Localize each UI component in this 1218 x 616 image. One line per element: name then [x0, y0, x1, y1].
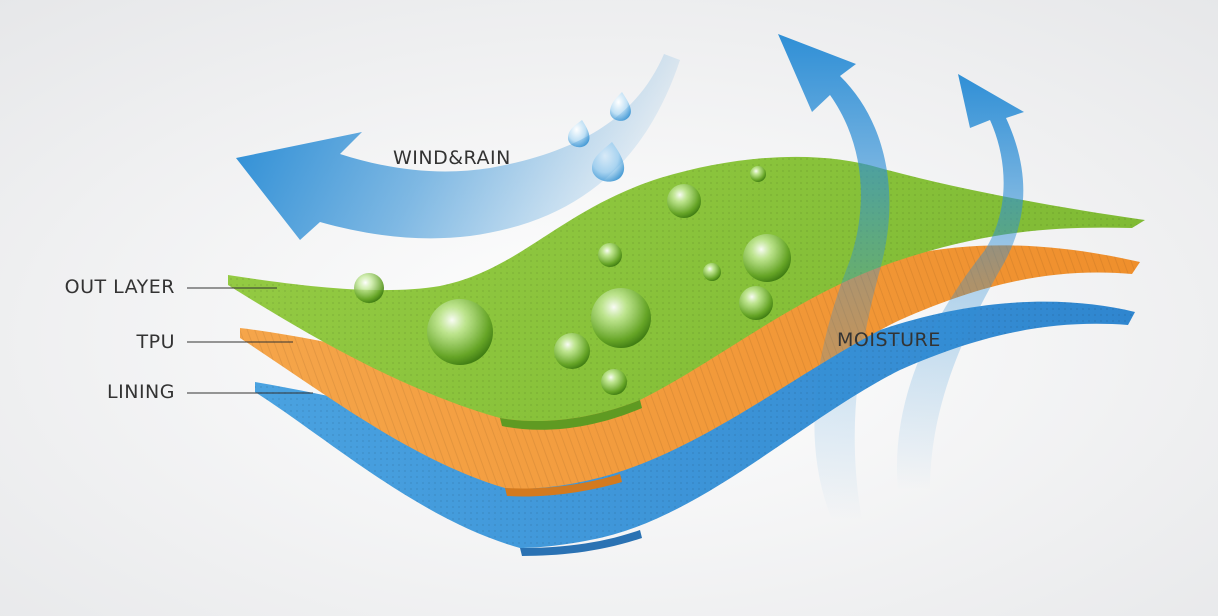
- moisture-arrow-right: [896, 74, 1024, 490]
- water-droplet: [667, 184, 701, 218]
- lining-label: LINING: [107, 381, 175, 403]
- water-droplet: [354, 273, 384, 303]
- water-droplet: [591, 288, 651, 348]
- wind-rain-arrow: [236, 54, 680, 240]
- water-droplet: [743, 234, 791, 282]
- out-layer-label: OUT LAYER: [64, 276, 175, 298]
- water-droplet: [703, 263, 721, 281]
- tpu-label: TPU: [136, 331, 175, 353]
- moisture-arrow-left: [778, 34, 890, 520]
- water-droplets: [354, 166, 791, 395]
- water-droplet: [554, 333, 590, 369]
- water-droplet: [427, 299, 493, 365]
- water-droplet: [750, 166, 766, 182]
- moisture-label: MOISTURE: [837, 329, 941, 351]
- water-droplet: [739, 286, 773, 320]
- water-droplet: [598, 243, 622, 267]
- wind-rain-label: WIND&RAIN: [393, 147, 511, 169]
- water-droplet: [601, 369, 627, 395]
